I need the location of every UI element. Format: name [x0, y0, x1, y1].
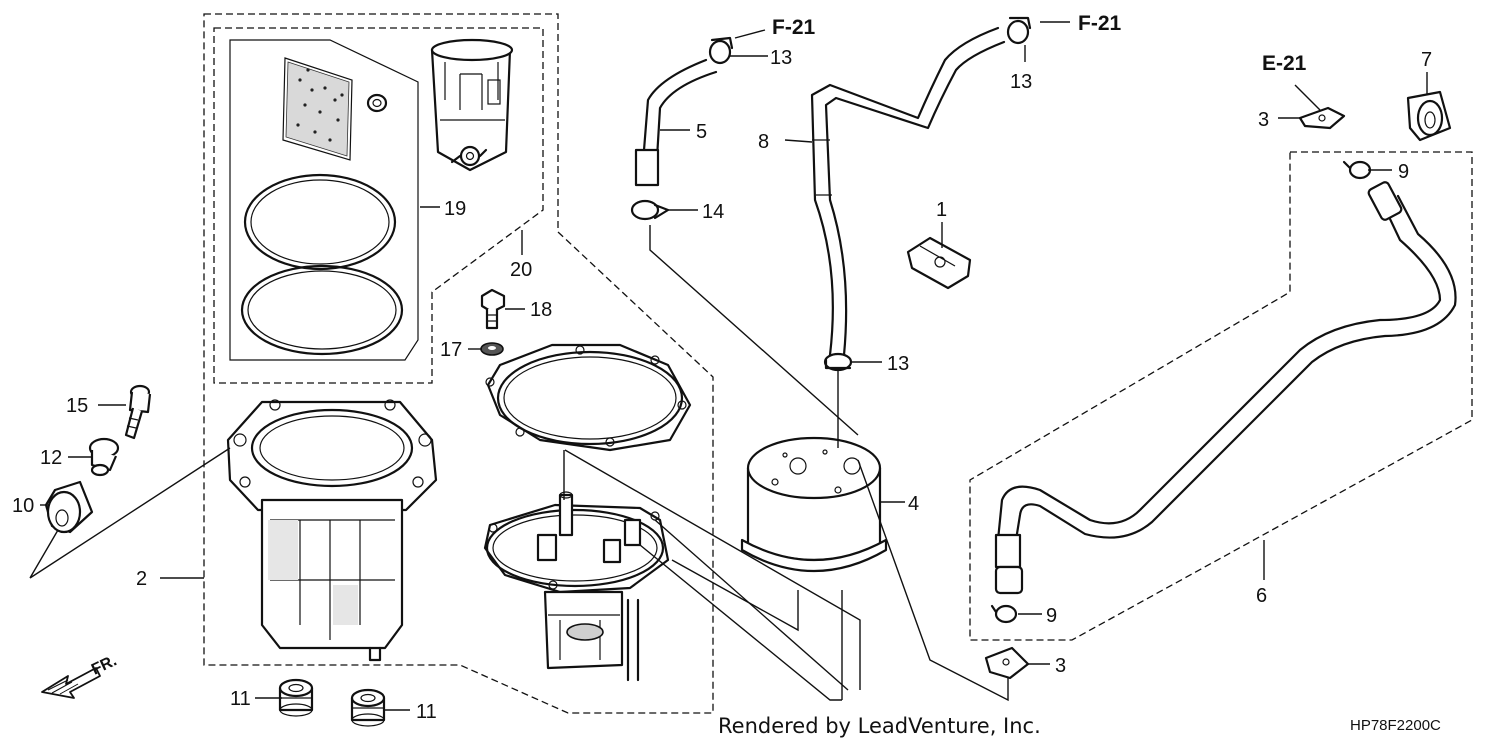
- callout-2: 2: [136, 568, 147, 590]
- grommet-7-icon: [1406, 90, 1452, 142]
- callout-1: 1: [936, 199, 947, 221]
- gasket-icon: [485, 343, 692, 452]
- clamp-9-top-icon: [1342, 160, 1372, 180]
- pump-flange-icon: [483, 491, 670, 682]
- callout-3-top: 3: [1258, 109, 1269, 131]
- washer-17-icon: [480, 342, 504, 356]
- front-direction-arrow-icon: [41, 667, 101, 699]
- ref-e21: E-21: [1262, 52, 1307, 75]
- pump-strainer-housing-icon: [430, 38, 514, 172]
- grommet-11-right-icon: [350, 688, 386, 727]
- callout-9-top: 9: [1398, 161, 1409, 183]
- callout-7: 7: [1421, 49, 1432, 71]
- hose-6-boundary: [969, 151, 1473, 641]
- clamp-13-hose8-top-icon: [1006, 16, 1032, 45]
- callout-13-mid: 13: [887, 353, 909, 375]
- ref-f21-left: F-21: [772, 16, 816, 39]
- callout-15: 15: [66, 395, 88, 417]
- callout-18: 18: [530, 299, 552, 321]
- grommet-11-left-icon: [278, 678, 314, 717]
- fuel-pump-body-icon: [226, 399, 438, 662]
- filter-screen-icon: [282, 57, 353, 161]
- callout-13-left: 13: [770, 47, 792, 69]
- kit-19-frame: [229, 39, 419, 361]
- hose-8-icon: [810, 26, 1006, 357]
- clamp-9-bottom-icon: [990, 604, 1018, 624]
- callout-20: 20: [510, 259, 532, 281]
- callout-6: 6: [1256, 585, 1267, 607]
- callout-5: 5: [696, 121, 707, 143]
- clip-3-bottom-icon: [984, 646, 1030, 680]
- fuel-filter-4-icon: [740, 436, 888, 572]
- bolt-15-icon: [124, 384, 152, 440]
- hose-6-icon: [994, 181, 1457, 595]
- clip-1-icon: [906, 236, 972, 290]
- hose-5-icon: [634, 58, 718, 187]
- callout-17: 17: [440, 339, 462, 361]
- callout-11-left: 11: [230, 688, 251, 710]
- assembly-20-boundary: [203, 13, 714, 714]
- clamp-14-icon: [630, 199, 670, 221]
- callout-14: 14: [702, 201, 724, 223]
- callout-19: 19: [444, 198, 466, 220]
- callout-13-right: 13: [1010, 71, 1032, 93]
- callout-11-right: 11: [416, 701, 437, 723]
- callout-3-bottom: 3: [1055, 655, 1066, 677]
- callout-12: 12: [40, 447, 62, 469]
- clamp-13-hose5-icon: [708, 36, 734, 65]
- leader-lines: [29, 21, 1428, 711]
- callout-9-bottom: 9: [1046, 605, 1057, 627]
- collar-12-icon: [88, 437, 120, 477]
- ref-f21-right: F-21: [1078, 12, 1122, 35]
- small-o-ring-icon: [366, 93, 388, 113]
- rendered-by-credit: Rendered by LeadVenture, Inc.: [718, 714, 1041, 738]
- kit-19-boundary: [213, 27, 544, 384]
- diagram-code: HP78F2200C: [1350, 717, 1441, 734]
- grommet-10-icon: [44, 480, 94, 534]
- clip-3-top-icon: [1298, 106, 1346, 130]
- clamp-13-hose8-bottom-icon: [823, 352, 853, 372]
- direction-fr-label: FR.: [89, 652, 120, 678]
- callout-4: 4: [908, 493, 919, 515]
- callout-10: 10: [12, 495, 34, 517]
- callout-8: 8: [758, 131, 769, 153]
- large-o-rings-icon: [240, 173, 404, 356]
- bolt-18-icon: [480, 288, 506, 330]
